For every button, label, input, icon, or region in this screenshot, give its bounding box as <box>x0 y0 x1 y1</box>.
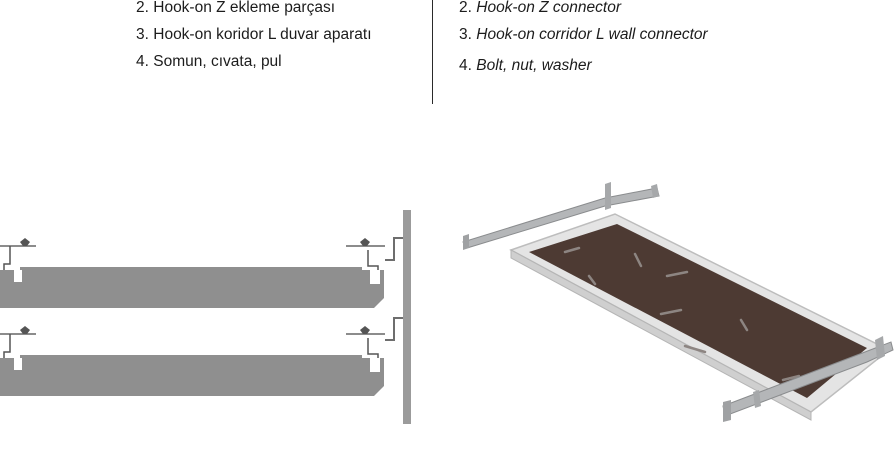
item-text: Hook-on Z ekleme parçası <box>153 0 336 16</box>
item-text: Hook-on corridor L wall connector <box>476 26 708 43</box>
list-item: 4. Somun, cıvata, pul <box>136 52 282 72</box>
item-text: Hook-on koridor L duvar aparatı <box>153 26 372 43</box>
item-text: Bolt, nut, washer <box>476 57 592 74</box>
frame-side <box>510 249 812 421</box>
list-item: 3. Hook-on corridor L wall connector <box>459 25 708 45</box>
item-text: Somun, cıvata, pul <box>153 53 282 70</box>
hanger-clip-left <box>20 238 30 246</box>
item-number: 4. <box>459 57 472 74</box>
item-number: 2. <box>136 0 149 16</box>
column-divider <box>432 0 433 104</box>
hanger-clip-left <box>20 326 30 334</box>
product-3d-view <box>462 182 894 422</box>
wall <box>403 210 411 424</box>
list-item: 4. Bolt, nut, washer <box>459 56 592 76</box>
hanger-clip-right <box>360 326 370 334</box>
wall-bracket <box>385 317 403 341</box>
item-number: 4. <box>136 53 149 70</box>
rail-bottom <box>722 336 894 422</box>
tile-face <box>529 224 867 398</box>
item-text: Hook-on Z connector <box>476 0 621 16</box>
item-number: 2. <box>459 0 472 16</box>
rail-top <box>462 182 660 250</box>
list-item: 2. Hook-on Z connector <box>459 0 621 18</box>
list-item: 3. Hook-on koridor L duvar aparatı <box>136 25 372 45</box>
ceiling-panel-upper <box>0 238 385 308</box>
panel-body <box>0 355 384 396</box>
hanger-clip-right <box>360 238 370 246</box>
wall-bracket <box>385 237 403 261</box>
item-number: 3. <box>459 26 472 43</box>
list-item: 2. Hook-on Z ekleme parçası <box>136 0 335 18</box>
ceiling-panel-lower <box>0 326 385 396</box>
panel-body <box>0 267 384 308</box>
item-number: 3. <box>136 26 149 43</box>
tile-marks <box>563 246 801 382</box>
section-drawing <box>0 210 411 424</box>
